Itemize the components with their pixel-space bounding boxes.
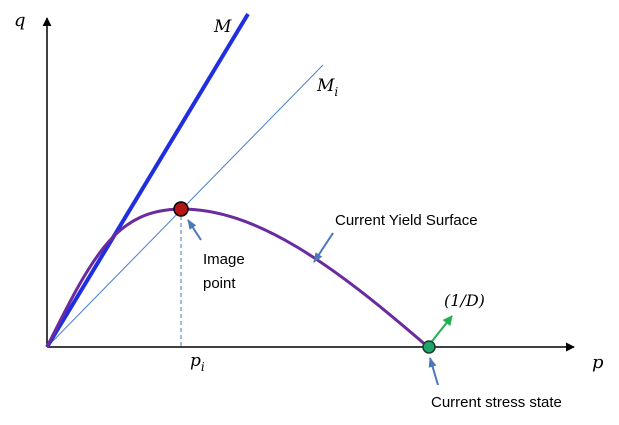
image-point-marker	[173, 201, 189, 217]
image-point-label-line1: Image	[203, 251, 245, 268]
stress-state-pointer	[428, 357, 439, 386]
pi-label: pi	[190, 351, 205, 374]
yield-surface-curve	[45, 207, 429, 349]
flow-direction-label: (1/D)	[444, 291, 485, 310]
critical-state-label: M	[213, 17, 232, 37]
image-point-label-line2: point	[203, 275, 236, 292]
q-axis-label: q	[14, 10, 26, 31]
stress-state-label: Current stress state	[431, 394, 562, 411]
flow-direction-arrow	[428, 315, 453, 346]
yield-surface-pointer	[313, 232, 334, 263]
yield-surface-label: Current Yield Surface	[335, 212, 478, 229]
p-axis-label: p	[592, 352, 604, 373]
stress-state-marker	[422, 340, 436, 354]
image-line-label: Mi	[316, 76, 338, 99]
image-point-pointer	[187, 219, 202, 241]
critical-state-line	[45, 12, 250, 349]
